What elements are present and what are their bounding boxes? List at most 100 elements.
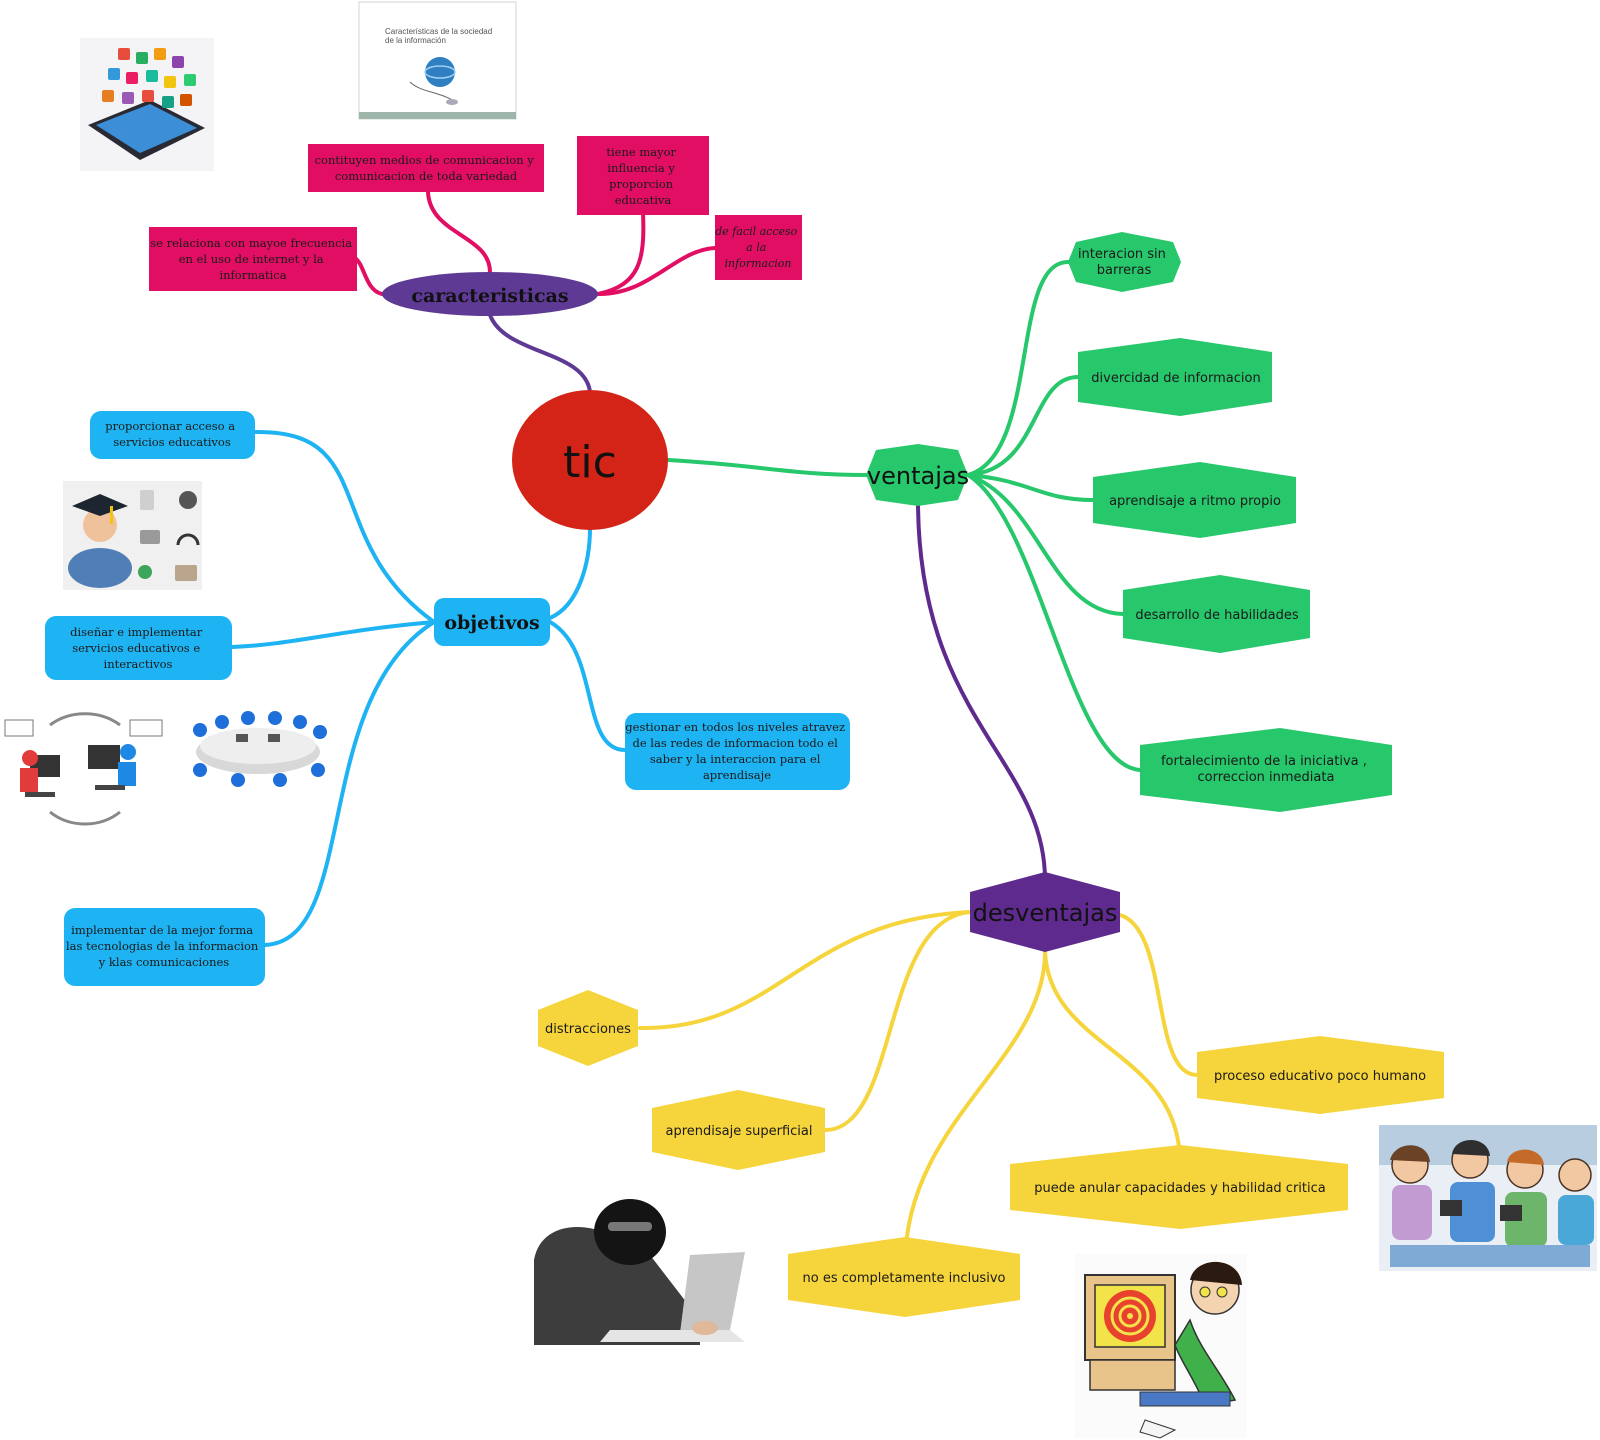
car-leaf-2-line-1: tiene mayor bbox=[606, 145, 676, 159]
objetivos-leaf-1[interactable]: proporcionar acceso a servicios educativ… bbox=[90, 411, 255, 459]
objetivos-label: objetivos bbox=[444, 612, 539, 634]
tablet-apps-icon bbox=[80, 38, 214, 171]
connector-obj-leaf-4 bbox=[548, 620, 627, 752]
connector-ven-leaf-4 bbox=[966, 473, 1125, 616]
ventajas-leaf-3[interactable]: aprendisaje a ritmo propio bbox=[1093, 462, 1296, 538]
obj-leaf-2-line-1: diseñar e implementar bbox=[70, 625, 203, 639]
ventajas-leaf-4[interactable]: desarrollo de habilidades bbox=[1123, 575, 1310, 653]
connector-car-leaf-2 bbox=[596, 210, 646, 296]
svg-text:fortalecimiento de la iniciati: fortalecimiento de la iniciativa , corre… bbox=[1161, 754, 1371, 785]
desventajas-leaf-5[interactable]: proceso educativo poco humano bbox=[1197, 1036, 1444, 1114]
connector-obj-leaf-3 bbox=[263, 620, 436, 947]
car-leaf-2-line-2: influencia y bbox=[607, 161, 675, 175]
obj-leaf-2-line-2: servicios educativos e bbox=[72, 641, 200, 655]
des-leaf-2-text: aprendisaje superficial bbox=[666, 1124, 813, 1139]
ventajas-label: ventajas bbox=[867, 462, 969, 490]
ven-leaf-5-line-2: correccion inmediata bbox=[1198, 770, 1335, 785]
graduate-media-icon bbox=[63, 481, 202, 590]
hypnotized-computer-user-icon bbox=[1075, 1254, 1247, 1439]
root-node[interactable]: tic bbox=[512, 390, 668, 530]
des-leaf-5-text: proceso educativo poco humano bbox=[1214, 1069, 1426, 1084]
ventajas-node[interactable]: ventajas bbox=[866, 444, 969, 506]
connector-root-ventajas bbox=[666, 458, 868, 477]
connector-obj-leaf-2 bbox=[230, 620, 436, 649]
desventajas-node[interactable]: desventajas bbox=[970, 872, 1120, 952]
connector-ven-leaf-1 bbox=[966, 260, 1070, 477]
svg-text:diseñar e implementar se: diseñar e implementar servicios educativ… bbox=[70, 625, 206, 671]
connector-ven-leaf-2 bbox=[966, 375, 1080, 477]
desventajas-leaf-2[interactable]: aprendisaje superficial bbox=[652, 1090, 825, 1170]
svg-text:tiene mayor influencia y: tiene mayor influencia y proporcion educ… bbox=[606, 145, 679, 207]
obj-leaf-4-line-3: saber y la interaccion para el bbox=[650, 752, 821, 766]
desventajas-leaf-3[interactable]: no es completamente inclusivo bbox=[788, 1237, 1020, 1317]
ventajas-leaf-2[interactable]: divercidad de informacion bbox=[1078, 338, 1272, 416]
svg-text:gestionar en todos los niveles: gestionar en todos los niveles atravez d… bbox=[625, 720, 848, 782]
connector-des-leaf-3 bbox=[903, 950, 1047, 1267]
connectors bbox=[230, 190, 1199, 1267]
connector-car-leaf-1 bbox=[426, 190, 492, 274]
connector-des-leaf-4 bbox=[1043, 950, 1182, 1165]
svg-text:se relaciona con mayoe frecuen: se relaciona con mayoe frecuencia en el … bbox=[150, 236, 355, 282]
obj-leaf-3-line-3: y klas comunicaciones bbox=[98, 955, 230, 969]
obj-leaf-3-line-1: implementar de la mejor forma bbox=[71, 923, 253, 937]
connector-ven-leaf-5 bbox=[966, 473, 1142, 772]
car-leaf-1-line-1: contituyen medios de comunicacion y bbox=[315, 153, 535, 167]
car-leaf-3-line-1: de facil acceso bbox=[715, 225, 797, 238]
connector-ven-leaf-3 bbox=[966, 473, 1095, 502]
connector-car-leaf-4 bbox=[353, 256, 384, 296]
objetivos-leaf-2[interactable]: diseñar e implementar servicios educativ… bbox=[45, 616, 232, 680]
caracteristicas-leaf-2[interactable]: tiene mayor influencia y proporcion educ… bbox=[577, 136, 709, 215]
car-leaf-2-line-4: educativa bbox=[615, 193, 672, 207]
ventajas-leaf-1[interactable]: interacion sin barreras bbox=[1068, 232, 1181, 292]
car-leaf-4-line-1: se relaciona con mayoe frecuencia bbox=[150, 236, 352, 250]
car-leaf-3-line-2: a la bbox=[746, 241, 766, 254]
obj-leaf-4-line-2: de las redes de informacion todo el bbox=[632, 736, 838, 750]
car-leaf-3-line-3: informacion bbox=[725, 257, 792, 270]
car-leaf-4-line-2: en el uso de internet y la bbox=[179, 252, 324, 266]
obj-leaf-2-line-3: interactivos bbox=[104, 657, 173, 671]
desventajas-leaf-4[interactable]: puede anular capacidades y habilidad cri… bbox=[1010, 1145, 1348, 1229]
slide-thumbnail: Características de la sociedad de la inf… bbox=[358, 1, 517, 120]
svg-text:interacion sin barreras: interacion sin barreras bbox=[1078, 247, 1170, 278]
connector-des-leaf-1 bbox=[638, 910, 972, 1031]
svg-text:de facil acceso a la: de facil acceso a la informacion bbox=[715, 225, 801, 270]
root-label: tic bbox=[563, 437, 617, 488]
ven-leaf-2-text: divercidad de informacion bbox=[1091, 371, 1260, 386]
ventajas-leaf-5[interactable]: fortalecimiento de la iniciativa , corre… bbox=[1140, 728, 1392, 812]
connector-obj-leaf-1 bbox=[253, 429, 436, 624]
obj-leaf-4-line-4: aprendisaje bbox=[703, 768, 771, 782]
desventajas-label: desventajas bbox=[973, 899, 1118, 927]
ven-leaf-5-line-1: fortalecimiento de la iniciativa , bbox=[1161, 754, 1367, 769]
connector-ventajas-desventajas bbox=[916, 503, 1047, 882]
ven-leaf-4-text: desarrollo de habilidades bbox=[1135, 608, 1299, 623]
caracteristicas-node[interactable]: caracteristicas bbox=[382, 272, 598, 316]
caracteristicas-leaf-3[interactable]: de facil acceso a la informacion bbox=[715, 215, 802, 280]
slide-title: Características de la sociedad de la inf… bbox=[385, 27, 494, 45]
svg-text:proporcionar acceso a se: proporcionar acceso a servicios educativ… bbox=[105, 419, 239, 449]
obj-leaf-3-line-2: las tecnologias de la informacion bbox=[66, 939, 259, 953]
caracteristicas-leaf-1[interactable]: contituyen medios de comunicacion y comu… bbox=[308, 144, 544, 192]
connector-root-objetivos bbox=[548, 526, 592, 620]
hacker-laptop-icon bbox=[534, 1199, 745, 1345]
objetivos-node[interactable]: objetivos bbox=[434, 598, 550, 646]
connector-root-caracteristicas bbox=[488, 313, 592, 394]
children-tablets-icon bbox=[1379, 1125, 1597, 1271]
meeting-table-icon bbox=[193, 711, 327, 787]
des-leaf-4-text: puede anular capacidades y habilidad cri… bbox=[1034, 1181, 1325, 1196]
des-leaf-1-text: distracciones bbox=[545, 1022, 631, 1037]
svg-text:implementar de la mejor forma: implementar de la mejor forma las tecnol… bbox=[66, 923, 262, 969]
desventajas-leaf-1[interactable]: distracciones bbox=[538, 990, 638, 1066]
objetivos-leaf-3[interactable]: implementar de la mejor forma las tecnol… bbox=[64, 908, 265, 986]
caracteristicas-leaf-4[interactable]: se relaciona con mayoe frecuencia en el … bbox=[149, 227, 357, 291]
des-leaf-3-text: no es completamente inclusivo bbox=[803, 1271, 1006, 1286]
objetivos-leaf-4[interactable]: gestionar en todos los niveles atravez d… bbox=[625, 713, 850, 790]
ven-leaf-3-text: aprendisaje a ritmo propio bbox=[1109, 494, 1281, 509]
car-leaf-2-line-3: proporcion bbox=[609, 177, 674, 191]
ven-leaf-1-line-2: barreras bbox=[1097, 263, 1152, 278]
svg-text:contituyen medios de comunicac: contituyen medios de comunicacion y comu… bbox=[315, 153, 538, 183]
ven-leaf-1-line-1: interacion sin bbox=[1078, 247, 1166, 262]
obj-leaf-1-line-2: servicios educativos bbox=[113, 435, 231, 449]
obj-leaf-1-line-1: proporcionar acceso a bbox=[105, 419, 235, 433]
obj-leaf-4-line-1: gestionar en todos los niveles atravez bbox=[625, 720, 845, 734]
